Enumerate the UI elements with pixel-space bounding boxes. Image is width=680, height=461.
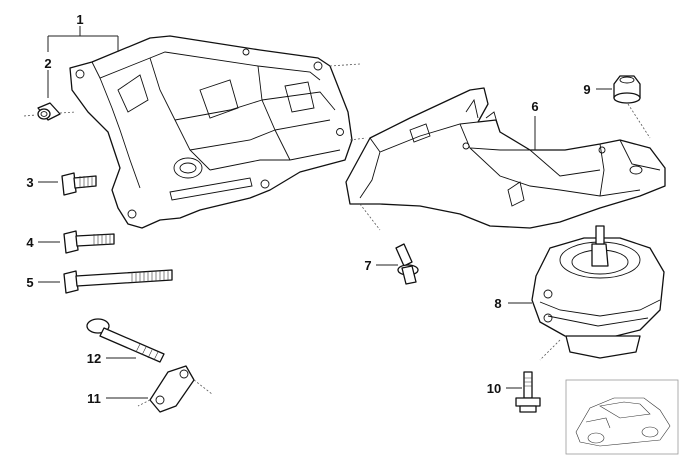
medium-bolt-part[interactable] (63, 230, 115, 254)
bracket-axis-line (329, 63, 361, 67)
short-bolt-part[interactable] (61, 172, 97, 196)
engine-mount-part[interactable] (531, 225, 665, 359)
vehicle-location-thumbnail (565, 379, 679, 455)
flange-bolt-part[interactable] (395, 243, 419, 285)
arm-to-bolt7-axis (359, 203, 381, 231)
callout-10: 10 (487, 381, 501, 396)
callout-4: 4 (26, 235, 34, 250)
bracket-axis-line-2 (349, 137, 367, 141)
arm-to-cap9-axis (627, 103, 651, 139)
plate-axis-line-2 (137, 399, 151, 407)
rubber-cap-part[interactable] (613, 75, 641, 104)
mount-to-bolt10-axis (539, 339, 561, 361)
callout-2: 2 (44, 56, 51, 71)
plate-axis-line (193, 379, 213, 395)
callout-7: 7 (364, 258, 371, 273)
sleeve-axis-line-2 (59, 111, 77, 114)
callout-3: 3 (26, 175, 33, 190)
callout-5: 5 (26, 275, 33, 290)
link-plate-part[interactable] (149, 365, 195, 413)
leader-1 (47, 26, 119, 52)
mount-bolt-part[interactable] (515, 371, 541, 413)
callout-1: 1 (76, 12, 83, 27)
callout-11: 11 (87, 391, 101, 406)
washer-bolt-part[interactable] (86, 318, 165, 363)
callout-9: 9 (583, 82, 590, 97)
callout-12: 12 (87, 351, 101, 366)
sleeve-part[interactable] (37, 102, 61, 121)
support-arm-part[interactable] (345, 87, 666, 229)
sleeve-axis-line (23, 114, 37, 117)
long-bolt-part[interactable] (63, 269, 173, 294)
engine-bracket-part[interactable] (69, 35, 353, 229)
callout-6: 6 (531, 99, 538, 114)
callout-8: 8 (494, 296, 501, 311)
